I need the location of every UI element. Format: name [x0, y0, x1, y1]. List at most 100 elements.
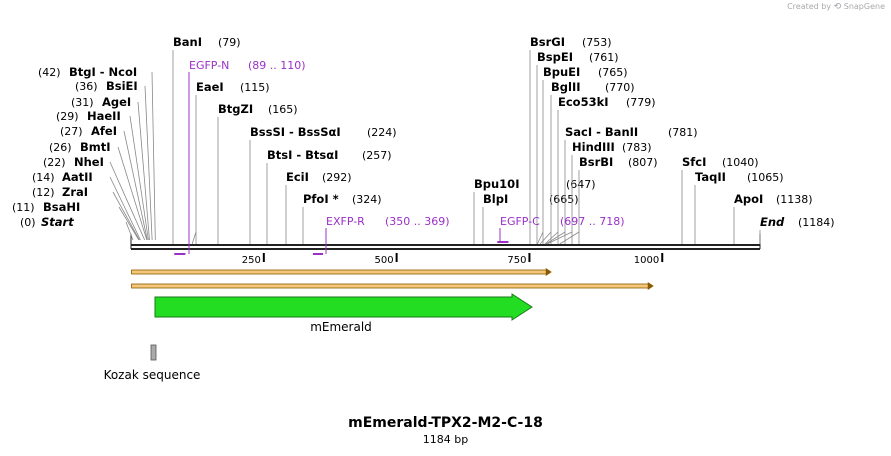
- site-label: End: [760, 215, 785, 229]
- site-connector: [544, 231, 559, 245]
- primer-label: EGFP-C: [500, 215, 540, 228]
- credit-text: Created by: [787, 2, 832, 11]
- site-position: (783): [622, 141, 652, 154]
- site-position: (27): [60, 125, 83, 138]
- feature-arrow: [154, 293, 533, 321]
- site-position: (36): [75, 80, 98, 93]
- site-position: (1065): [747, 171, 784, 184]
- primer-range: (350 .. 369): [385, 215, 450, 228]
- site-connector: [109, 176, 141, 241]
- site-position: (79): [218, 36, 241, 49]
- site-label: BpuEI: [543, 65, 580, 79]
- site-label: Bpu10I: [474, 177, 519, 191]
- site-position: (1184): [798, 216, 835, 229]
- site-connector: [559, 231, 580, 245]
- site-connector: [118, 206, 140, 241]
- site-connector: [545, 231, 566, 245]
- site-position: (292): [322, 171, 352, 184]
- site-label: BtgI - NcoI: [69, 65, 137, 79]
- site-label: BanI: [173, 35, 202, 49]
- site-position: (665): [549, 193, 579, 206]
- site-label: BspEI: [537, 50, 573, 64]
- site-label: AatII: [62, 170, 93, 184]
- site-label: SfcI: [682, 155, 706, 169]
- primer-range: (697 .. 718): [560, 215, 625, 228]
- site-position: (22): [43, 156, 66, 169]
- site-label: BsaHI: [43, 200, 80, 214]
- site-position: (765): [598, 66, 628, 79]
- site-label: SacI - BanII: [565, 125, 638, 139]
- site-label: BssSI - BssSαI: [250, 125, 341, 139]
- site-connector: [129, 115, 149, 241]
- site-label: NheI: [74, 155, 104, 169]
- map-title: mEmerald-TPX2-M2-C-18: [348, 415, 543, 431]
- site-position: (1040): [722, 156, 759, 169]
- site-connector: [112, 191, 140, 241]
- site-label: HaeII: [87, 109, 121, 123]
- site-label: AfeI: [91, 124, 117, 138]
- site-connector: [144, 85, 153, 241]
- site-position: (11): [12, 201, 35, 214]
- site-label: BsrGI: [530, 35, 565, 49]
- site-label: BsiEI: [106, 79, 138, 93]
- site-label: BtgZI: [218, 102, 253, 116]
- site-position: (647): [566, 178, 596, 191]
- site-label: HindIII: [572, 140, 615, 154]
- site-connector: [125, 221, 134, 241]
- site-position: (807): [628, 156, 658, 169]
- site-position: (12): [32, 186, 55, 199]
- site-position: (257): [362, 149, 392, 162]
- site-label: BtsI - BtsαI: [267, 148, 338, 162]
- site-connector: [539, 231, 552, 245]
- sequence-length: 1184 bp: [422, 433, 469, 446]
- site-label: EciI: [286, 170, 309, 184]
- site-label: ApoI: [734, 192, 763, 206]
- site-connector: [123, 130, 148, 241]
- feature-label: mEmerald: [310, 320, 372, 334]
- site-connector: [109, 161, 146, 241]
- snapgene-credit: Created by ⟲ SnapGene: [787, 2, 885, 12]
- orf-bar: [131, 269, 548, 275]
- site-position: (224): [367, 126, 397, 139]
- site-position: (781): [668, 126, 698, 139]
- site-position: (31): [71, 96, 94, 109]
- site-label: BlpI: [483, 192, 508, 206]
- orf-bar: [131, 283, 650, 289]
- credit-brand: SnapGene: [843, 2, 885, 11]
- site-connector: [191, 231, 197, 245]
- site-label: EaeI: [196, 80, 224, 94]
- site-label: PfoI *: [303, 192, 339, 206]
- site-position: (753): [582, 36, 612, 49]
- scale-tick-label: 1000: [634, 255, 659, 266]
- site-position: (29): [56, 110, 79, 123]
- site-connector: [546, 231, 573, 245]
- site-position: (14): [32, 171, 55, 184]
- site-label: BmtI: [80, 140, 111, 154]
- scale-tick-label: 500: [375, 255, 394, 266]
- site-position: (770): [605, 81, 635, 94]
- site-label: TaqII: [695, 170, 726, 184]
- scale-tick-label: 750: [507, 255, 526, 266]
- primer-label: EXFP-R: [326, 215, 365, 228]
- site-connector: [537, 231, 544, 245]
- site-position: (26): [49, 141, 72, 154]
- site-label: ZraI: [62, 185, 88, 199]
- site-position: (779): [626, 96, 656, 109]
- orf-arrowhead: [647, 282, 654, 290]
- site-position: (115): [240, 81, 270, 94]
- site-position: (324): [352, 193, 382, 206]
- feature-label: Kozak sequence: [104, 368, 201, 382]
- site-label: Eco53kI: [558, 95, 609, 109]
- site-position: (0): [20, 216, 36, 229]
- site-label: BglII: [551, 80, 581, 94]
- orf-arrowhead: [545, 268, 552, 276]
- site-position: (42): [38, 66, 61, 79]
- site-label: AgeI: [102, 95, 131, 109]
- site-position: (1138): [776, 193, 813, 206]
- site-label: Start: [41, 215, 74, 229]
- site-label: BsrBI: [579, 155, 613, 169]
- site-connector: [151, 71, 156, 241]
- scale-tick-label: 250: [242, 255, 261, 266]
- primer-range: (89 .. 110): [248, 59, 306, 72]
